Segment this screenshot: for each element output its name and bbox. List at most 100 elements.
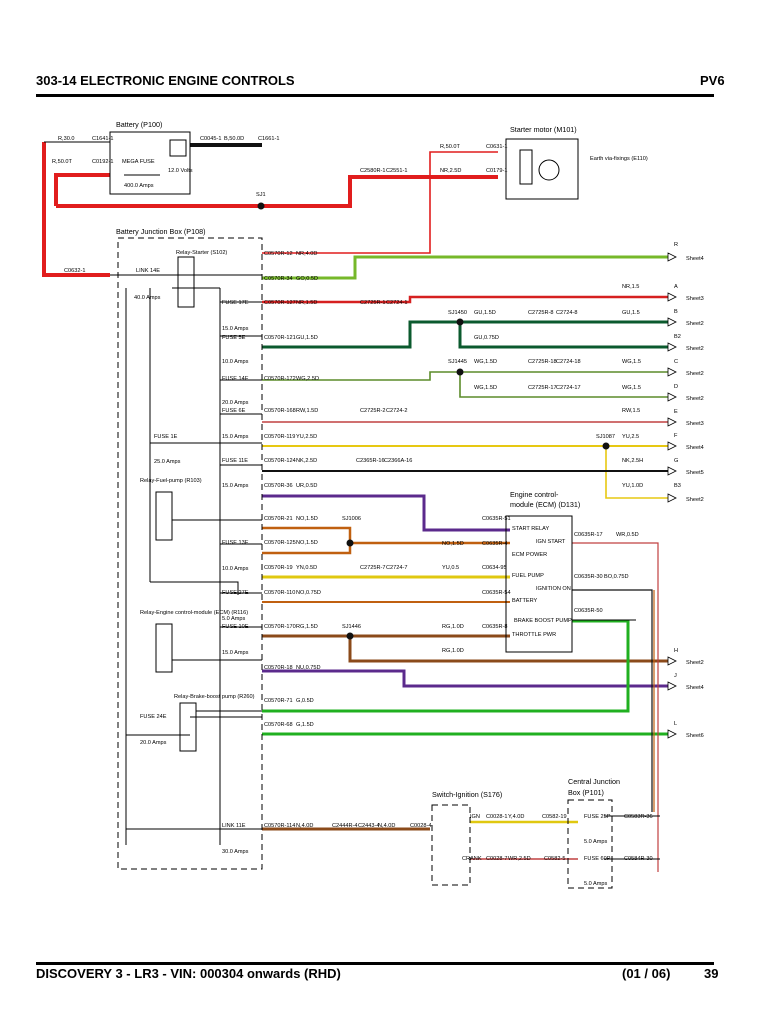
wire-label: R,50.0T bbox=[52, 159, 72, 165]
svg-text:LINK 11E: LINK 11E bbox=[222, 823, 246, 829]
switch-label: Switch-Ignition (S176) bbox=[432, 790, 502, 799]
svg-text:L: L bbox=[674, 721, 677, 727]
wire-starter-main bbox=[56, 175, 498, 208]
svg-text:C0028-7: C0028-7 bbox=[486, 856, 507, 862]
svg-text:C0570R-36: C0570R-36 bbox=[264, 483, 293, 489]
page-number: 39 bbox=[704, 966, 718, 981]
svg-text:Sheet2: Sheet2 bbox=[686, 321, 704, 327]
relay-label: Relay-Starter (S102) bbox=[176, 250, 227, 256]
svg-text:FUSE 14E: FUSE 14E bbox=[222, 376, 249, 382]
svg-text:C0635R-17: C0635R-17 bbox=[574, 532, 603, 538]
footer-model: DISCOVERY 3 - LR3 - VIN: 000304 onwards … bbox=[36, 966, 341, 981]
battery-junction-box bbox=[117, 237, 263, 870]
labels: Battery (P100) R,30.0 C1641-1 R,50.0T C0… bbox=[52, 120, 704, 887]
svg-text:R: R bbox=[674, 242, 678, 248]
svg-text:Sheet5: Sheet5 bbox=[686, 470, 704, 476]
svg-text:Box (P101): Box (P101) bbox=[568, 788, 604, 797]
wire-wr05d bbox=[572, 542, 659, 872]
svg-text:RW,1.5: RW,1.5 bbox=[622, 408, 640, 414]
wire-label: R,30.0 bbox=[58, 136, 74, 142]
svg-text:C2724-17: C2724-17 bbox=[556, 385, 581, 391]
svg-text:GU,1.5D: GU,1.5D bbox=[474, 310, 496, 316]
svg-text:Sheet6: Sheet6 bbox=[686, 733, 704, 739]
svg-text:SJ1446: SJ1446 bbox=[342, 624, 361, 630]
svg-text:GO,0.5D: GO,0.5D bbox=[296, 276, 318, 282]
svg-text:FUSE 6E: FUSE 6E bbox=[222, 408, 246, 414]
battery-volts: 12.0 Volts bbox=[168, 168, 193, 174]
connector-label: C1641-1 bbox=[92, 136, 113, 142]
svg-text:Sheet2: Sheet2 bbox=[686, 346, 704, 352]
wire-label: R,50.0T bbox=[440, 144, 460, 150]
sheet-arrows bbox=[667, 252, 677, 739]
svg-text:15.0 Amps: 15.0 Amps bbox=[222, 326, 249, 332]
wire-wg15d bbox=[459, 372, 668, 398]
svg-text:Sheet4: Sheet4 bbox=[686, 445, 704, 451]
wire-ur05d bbox=[262, 494, 510, 532]
earth-label: Earth via-fixings (E110) bbox=[590, 156, 648, 162]
svg-text:5.0 Amps: 5.0 Amps bbox=[584, 839, 608, 845]
relay-starter bbox=[177, 256, 195, 308]
svg-text:C0570R-121: C0570R-121 bbox=[264, 335, 296, 341]
svg-text:WG,2.5D: WG,2.5D bbox=[296, 376, 319, 382]
svg-text:NR,1.5D: NR,1.5D bbox=[296, 300, 317, 306]
battery-label: Battery (P100) bbox=[116, 120, 162, 129]
component-boxes bbox=[109, 131, 613, 889]
svg-text:C2724-18: C2724-18 bbox=[556, 359, 581, 365]
svg-text:C2725R-17: C2725R-17 bbox=[528, 385, 557, 391]
svg-text:YU,1.0D: YU,1.0D bbox=[622, 483, 643, 489]
wire-nu075d bbox=[262, 669, 668, 688]
svg-text:RG,1.5D: RG,1.5D bbox=[296, 624, 318, 630]
svg-text:20.0 Amps: 20.0 Amps bbox=[222, 400, 249, 406]
connector-label: C0632-1 bbox=[64, 268, 85, 274]
svg-text:YN,0.5D: YN,0.5D bbox=[296, 565, 317, 571]
starter-motor-symbol bbox=[538, 159, 560, 181]
svg-text:NR,4.0D: NR,4.0D bbox=[296, 251, 317, 257]
svg-text:RW,1.5D: RW,1.5D bbox=[296, 408, 318, 414]
svg-text:NK,2.5H: NK,2.5H bbox=[622, 458, 643, 464]
svg-text:C0570R-12: C0570R-12 bbox=[264, 251, 293, 257]
battery-cell bbox=[169, 139, 187, 157]
svg-text:C2724-2: C2724-2 bbox=[386, 408, 407, 414]
svg-text:FUEL PUMP: FUEL PUMP bbox=[512, 573, 544, 579]
megafuse-label: MEGA FUSE bbox=[122, 159, 155, 165]
svg-text:15.0 Amps: 15.0 Amps bbox=[222, 434, 249, 440]
wires bbox=[42, 142, 668, 872]
svg-text:IGN START: IGN START bbox=[536, 539, 566, 545]
svg-text:E: E bbox=[674, 409, 678, 415]
svg-text:Sheet3: Sheet3 bbox=[686, 296, 704, 302]
starter-box bbox=[505, 138, 579, 200]
svg-text:FUSE 27E: FUSE 27E bbox=[222, 590, 249, 596]
svg-text:NO,0.75D: NO,0.75D bbox=[296, 590, 321, 596]
footer-issue: (01 / 06) bbox=[622, 966, 670, 981]
svg-text:WG,1.5D: WG,1.5D bbox=[474, 385, 497, 391]
svg-text:C0583R-36: C0583R-36 bbox=[624, 814, 653, 820]
connector-label: C1661-1 bbox=[258, 136, 279, 142]
wire-go05d bbox=[262, 255, 668, 280]
svg-text:C0635R-54: C0635R-54 bbox=[482, 590, 511, 596]
svg-text:Sheet3: Sheet3 bbox=[686, 421, 704, 427]
svg-text:C0570R-114: C0570R-114 bbox=[264, 823, 295, 829]
svg-text:C: C bbox=[674, 359, 678, 365]
svg-text:Y,4.0D: Y,4.0D bbox=[508, 814, 524, 820]
svg-text:FUSE 17E: FUSE 17E bbox=[222, 300, 249, 306]
svg-text:Central Junction: Central Junction bbox=[568, 777, 620, 786]
svg-text:C0570R-71: C0570R-71 bbox=[264, 698, 293, 704]
svg-text:C2444R-4: C2444R-4 bbox=[332, 823, 358, 829]
svg-text:WG,1.5: WG,1.5 bbox=[622, 385, 641, 391]
svg-text:C0582-19: C0582-19 bbox=[542, 814, 567, 820]
svg-text:25.0 Amps: 25.0 Amps bbox=[154, 459, 181, 465]
svg-text:NR,1.5: NR,1.5 bbox=[622, 284, 639, 290]
battery-box bbox=[109, 131, 191, 195]
wire-battery-feed bbox=[42, 142, 110, 277]
svg-text:N,4.0D: N,4.0D bbox=[296, 823, 313, 829]
wire-gu15d bbox=[262, 320, 668, 349]
svg-text:RG,1.0D: RG,1.0D bbox=[442, 624, 464, 630]
svg-text:G,1.5D: G,1.5D bbox=[296, 722, 314, 728]
ecm-box bbox=[505, 515, 573, 653]
svg-text:ECM POWER: ECM POWER bbox=[512, 552, 547, 558]
svg-text:C0570R-172: C0570R-172 bbox=[264, 376, 296, 382]
svg-text:C0570R-127: C0570R-127 bbox=[264, 300, 296, 306]
svg-text:B3: B3 bbox=[674, 483, 681, 489]
svg-text:FUSE 5E: FUSE 5E bbox=[222, 335, 246, 341]
